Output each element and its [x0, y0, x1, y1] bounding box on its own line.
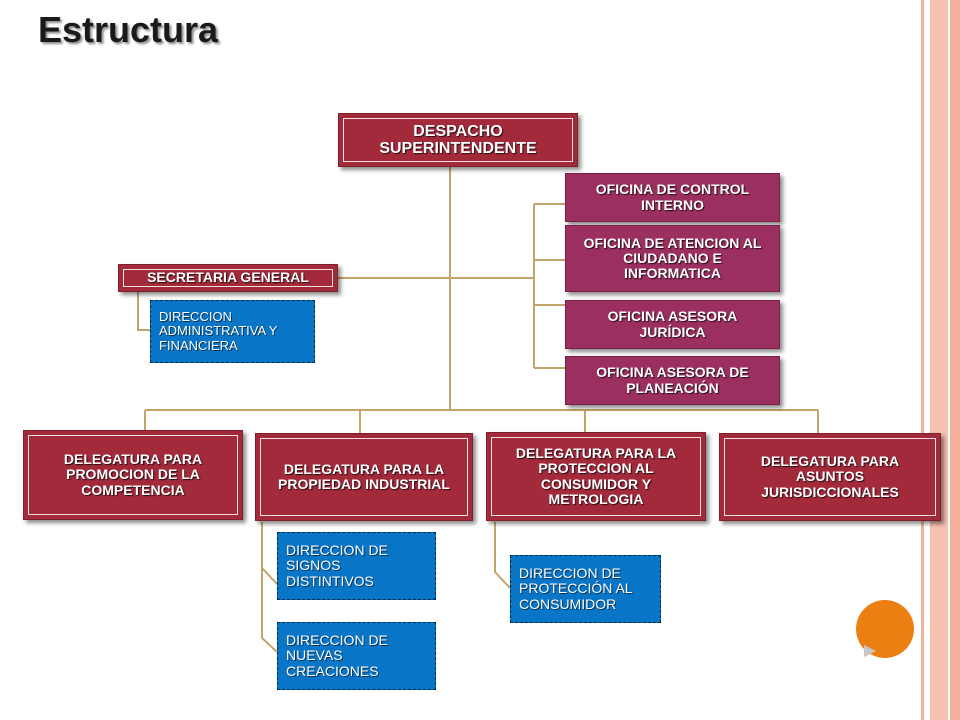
- direccion-administrativa-label: DIRECCION ADMINISTRATIVA Y FINANCIERA: [159, 309, 278, 353]
- oficina-atencion-ciudadano-label: OFICINA DE ATENCION AL CIUDADANO E INFOR…: [583, 234, 762, 282]
- secretaria-general-label: SECRETARIA GENERAL: [147, 269, 309, 286]
- delegatura-asuntos-jurisdiccionales-label: DELEGATURA PARA ASUNTOS JURISDICCIONALES: [760, 453, 900, 500]
- delegatura-proteccion-consumidor-label: DELEGATURA PARA LA PROTECCION AL CONSUMI…: [515, 445, 677, 507]
- delegatura-promocion-competencia-box: DELEGATURA PARA PROMOCION DE LA COMPETEN…: [23, 430, 243, 520]
- oficina-asesora-juridica-box: OFICINA ASESORA JURÍDICA: [565, 300, 780, 349]
- side-bar-line: [921, 0, 924, 720]
- direccion-administrativa-box: DIRECCION ADMINISTRATIVA Y FINANCIERA: [150, 300, 315, 363]
- oficina-asesora-planeacion-label: OFICINA ASESORA DE PLANEACIÓN: [596, 364, 749, 396]
- delegatura-promocion-competencia-label: DELEGATURA PARA PROMOCION DE LA COMPETEN…: [63, 451, 203, 498]
- oficina-control-interno-label: OFICINA DE CONTROL INTERNO: [595, 181, 750, 213]
- secretaria-general-box: SECRETARIA GENERAL: [118, 264, 338, 292]
- slide-title: Estructura: [38, 9, 219, 50]
- delegatura-asuntos-jurisdiccionales-box: DELEGATURA PARA ASUNTOS JURISDICCIONALES: [719, 433, 941, 521]
- delegatura-propiedad-industrial-label: DELEGATURA PARA LA PROPIEDAD INDUSTRIAL: [278, 460, 450, 492]
- direccion-proteccion-consumidor-box: DIRECCION DE PROTECCIÓN AL CONSUMIDOR: [510, 555, 661, 623]
- direccion-proteccion-consumidor-label: DIRECCION DE PROTECCIÓN AL CONSUMIDOR: [519, 564, 633, 612]
- play-arrow-icon[interactable]: [864, 645, 876, 657]
- despacho-label: DESPACHO SUPERINTENDENTE: [379, 122, 537, 157]
- direccion-signos-distintivos-box: DIRECCION DE SIGNOS DISTINTIVOS: [277, 532, 436, 600]
- oficina-asesora-juridica-label: OFICINA ASESORA JURÍDICA: [607, 308, 738, 340]
- direccion-nuevas-creaciones-box: DIRECCION DE NUEVAS CREACIONES: [277, 622, 436, 690]
- delegatura-propiedad-industrial-box: DELEGATURA PARA LA PROPIEDAD INDUSTRIAL: [255, 433, 473, 521]
- oficina-asesora-planeacion-box: OFICINA ASESORA DE PLANEACIÓN: [565, 356, 780, 405]
- despacho-superintendente-box: DESPACHO SUPERINTENDENTE: [338, 113, 578, 167]
- direccion-signos-distintivos-label: DIRECCION DE SIGNOS DISTINTIVOS: [286, 541, 388, 589]
- side-bar-wide: [930, 0, 948, 720]
- delegatura-proteccion-consumidor-box: DELEGATURA PARA LA PROTECCION AL CONSUMI…: [486, 432, 706, 521]
- direccion-nuevas-creaciones-label: DIRECCION DE NUEVAS CREACIONES: [286, 631, 388, 679]
- side-bar-edge: [950, 0, 960, 720]
- oficina-control-interno-box: OFICINA DE CONTROL INTERNO: [565, 173, 780, 222]
- oficina-atencion-ciudadano-box: OFICINA DE ATENCION AL CIUDADANO E INFOR…: [565, 225, 780, 292]
